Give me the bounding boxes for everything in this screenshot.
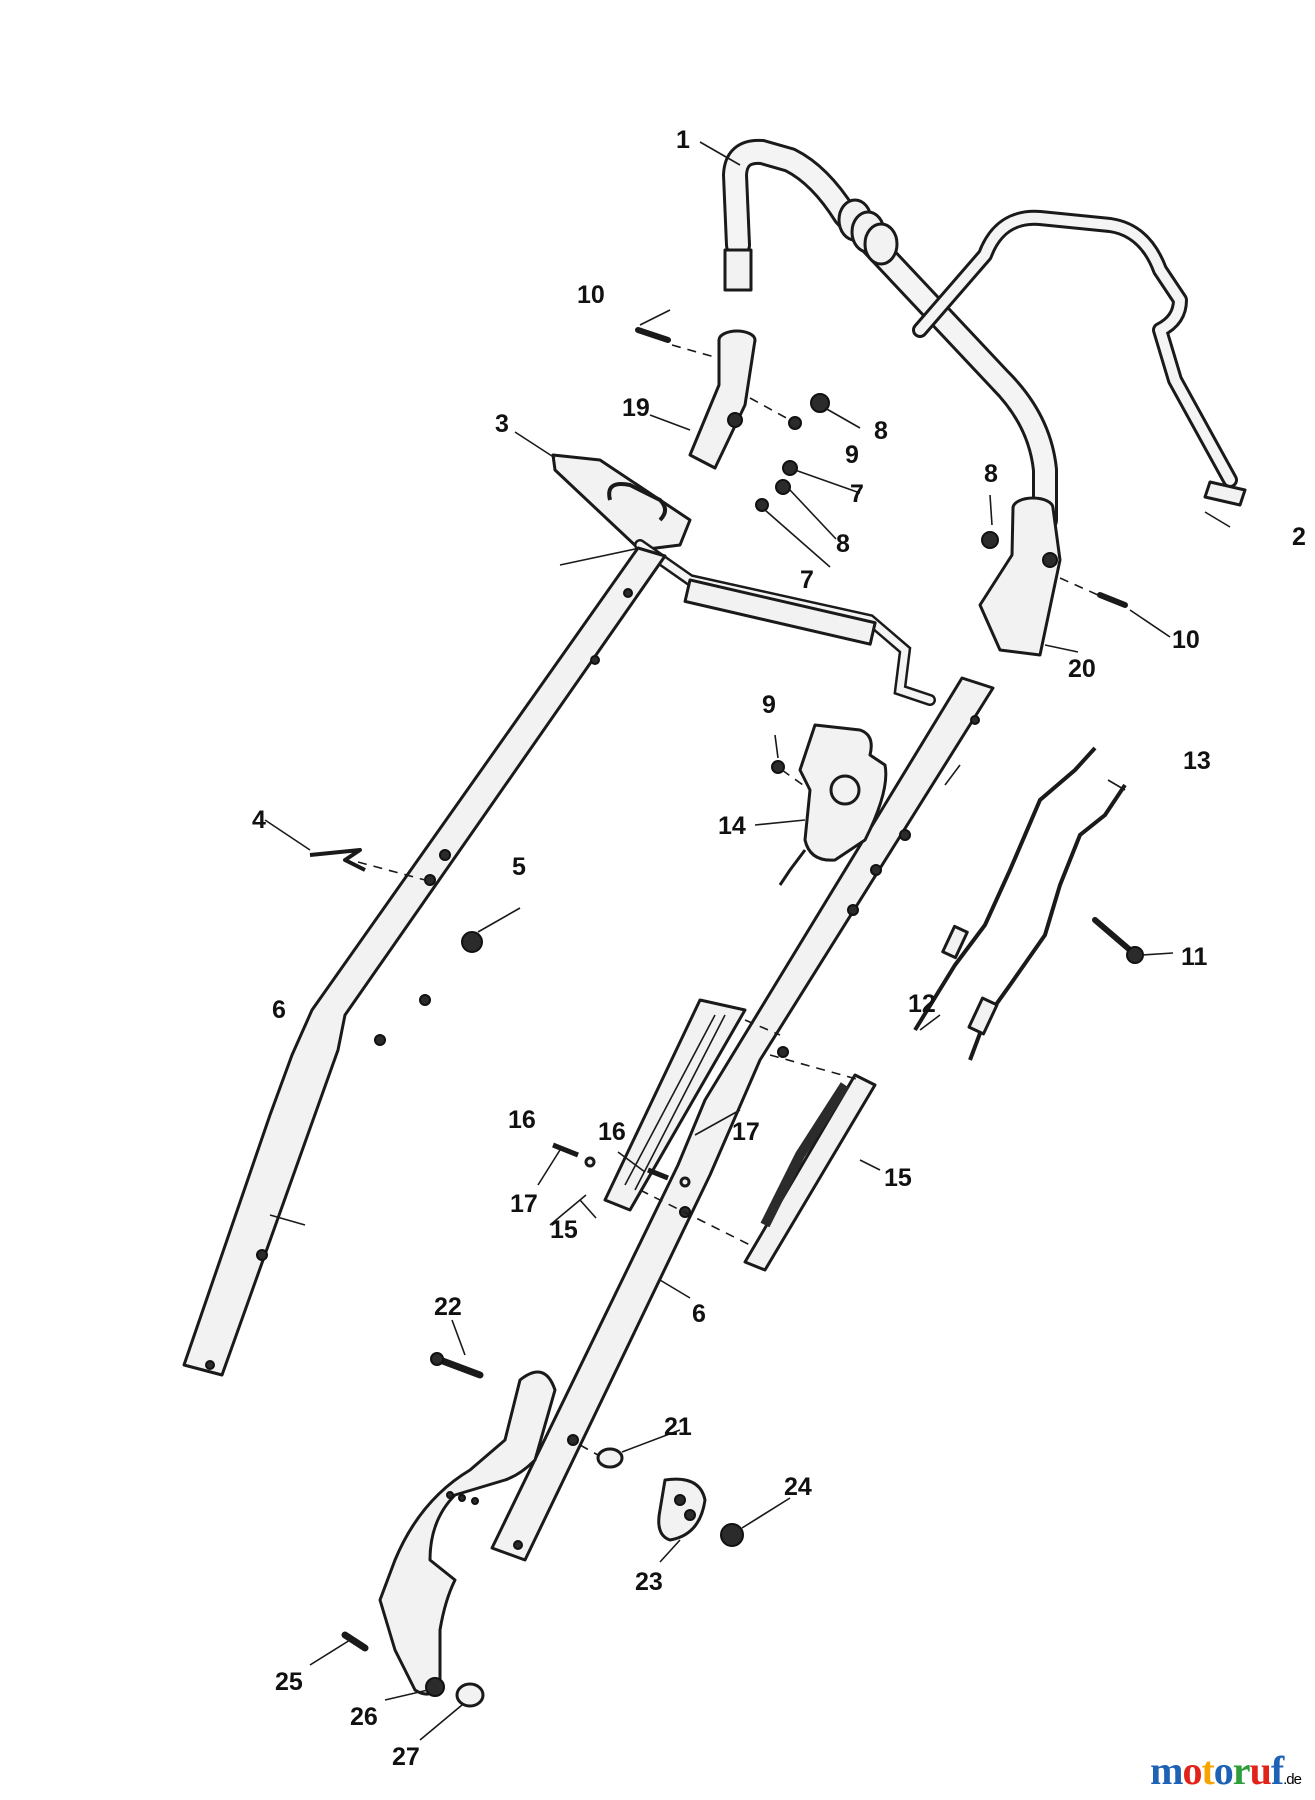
watermark-tld: .de [1283, 1771, 1302, 1788]
part-15-grip-cover [743, 1073, 877, 1272]
callout-5: 5 [512, 853, 526, 881]
assembly-lines [357, 344, 1099, 1456]
part-1-upper-handle [722, 138, 1058, 533]
callout-15b: 15 [550, 1216, 578, 1244]
callout-17a: 17 [732, 1118, 760, 1146]
part-11-bolt [1092, 917, 1144, 964]
part-13-cable [967, 783, 1127, 1061]
watermark-letter: t [1201, 1748, 1214, 1793]
callout-1: 1 [676, 126, 690, 154]
callout-20: 20 [1068, 655, 1096, 683]
callout-3: 3 [495, 410, 509, 438]
callout-21: 21 [664, 1413, 692, 1441]
lower-bracket-plate [378, 1370, 557, 1696]
watermark-letter: f [1270, 1748, 1284, 1793]
part-23-knob [657, 1477, 707, 1542]
callout-19: 19 [622, 394, 650, 422]
small-hardware [552, 327, 1128, 1188]
part-5-nut [461, 931, 483, 953]
callout-4: 4 [252, 806, 266, 834]
callout-labels: 1 2 3 4 5 6 6 7 7 8 8 8 9 9 10 10 11 12 … [252, 126, 1306, 1771]
part-25-bolt [341, 1631, 369, 1652]
callout-17b: 17 [510, 1190, 538, 1218]
callout-6b: 6 [692, 1300, 706, 1328]
part-24-nut [720, 1523, 744, 1547]
callout-9a: 9 [845, 441, 859, 469]
watermark-letter: u [1249, 1748, 1272, 1793]
callout-13: 13 [1183, 747, 1211, 775]
callout-11: 11 [1181, 943, 1208, 971]
callout-15a: 15 [884, 1164, 912, 1192]
callout-8a: 8 [874, 417, 888, 445]
callout-23: 23 [635, 1568, 663, 1596]
callout-7b: 7 [800, 566, 814, 594]
part-6-right-lower-tube [490, 676, 995, 1562]
part-19-left-bracket [688, 329, 757, 470]
watermark-letter: r [1232, 1748, 1251, 1793]
callout-24: 24 [784, 1473, 812, 1501]
callout-22: 22 [434, 1293, 462, 1321]
callout-25: 25 [275, 1668, 303, 1696]
part-2-bail-lever [912, 209, 1247, 507]
watermark-letter: o [1213, 1748, 1234, 1793]
callout-12: 12 [908, 990, 936, 1018]
part-26-nut [425, 1677, 445, 1697]
callout-10b: 10 [1172, 626, 1200, 654]
part-21-washer [596, 1447, 624, 1469]
part-15-cable-clip [603, 998, 747, 1212]
part-12-cable [913, 746, 1097, 1032]
callout-8b: 8 [984, 460, 998, 488]
motoruf-watermark: motoruf.de [1150, 1747, 1302, 1794]
leader-lines [264, 141, 1231, 1741]
callout-16b: 16 [508, 1106, 536, 1134]
part-3-lever-bracket [551, 453, 936, 706]
callout-9b: 9 [762, 691, 776, 719]
callout-10a: 10 [577, 281, 605, 309]
part-4-clip [309, 848, 366, 872]
callout-7a: 7 [850, 480, 864, 508]
part-6-left-lower-tube [182, 546, 667, 1377]
part-27-cap [455, 1682, 485, 1708]
callout-26: 26 [350, 1703, 378, 1731]
part-14-throttle-control [778, 723, 888, 886]
callout-8c: 8 [836, 530, 850, 558]
callout-6a: 6 [272, 996, 286, 1024]
callout-2: 2 [1292, 523, 1306, 551]
part-20-right-bracket [978, 496, 1062, 657]
watermark-letter: m [1150, 1748, 1183, 1793]
callout-27: 27 [392, 1743, 420, 1771]
watermark-letter: o [1182, 1748, 1202, 1793]
part-22-bolt [430, 1352, 484, 1379]
callout-16a: 16 [598, 1118, 626, 1146]
callout-14: 14 [718, 812, 746, 840]
handle-grip [837, 198, 899, 266]
